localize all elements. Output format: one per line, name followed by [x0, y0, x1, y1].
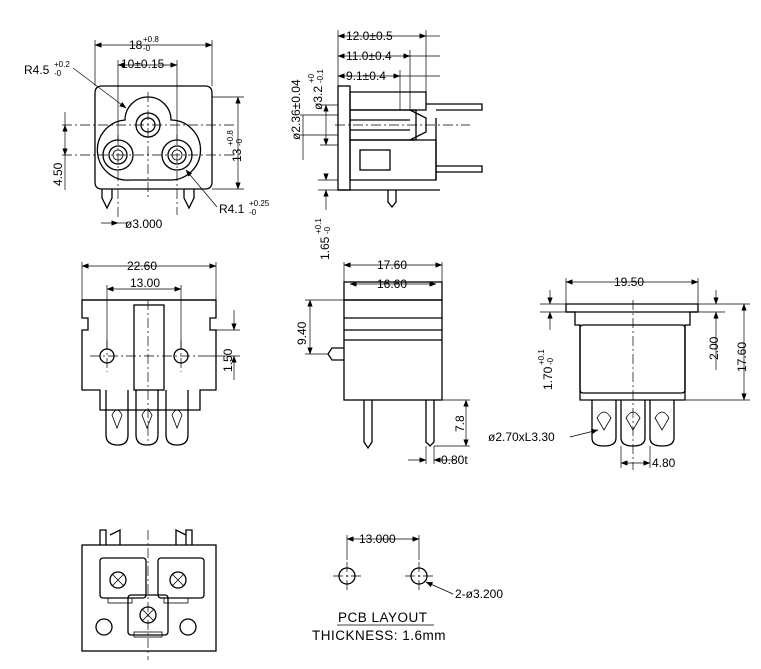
rear-width-label: 19.50	[614, 275, 644, 289]
side-view-2: 17.60 16.60 9.40 7.8 0.80t	[295, 258, 470, 467]
bottom-view	[81, 528, 217, 660]
side2-lead-thickness-label: 0.80t	[441, 453, 468, 467]
side-hole-diameter-label: ø3.2	[311, 86, 325, 110]
pcb-layout: 13.000 2-ø3.200 PCB LAYOUT THICKNESS: 1.…	[312, 532, 503, 643]
side-flange-tol-upper: +0.1	[314, 218, 323, 234]
rear-flange-tol-upper: +0.1	[537, 349, 546, 365]
top-radius-bottom-tol-upper: +0.25	[249, 199, 270, 208]
rear-height-label: 17.60	[735, 342, 749, 372]
top-height-label: 13	[230, 148, 244, 162]
rear-flange-tol-lower: -0	[546, 357, 555, 365]
front-boss-offset-label: 1.50	[221, 348, 235, 372]
top-view: 18 +0.8 -0 R4.5 +0.2 -0 10±0.15 13 +0.8 …	[24, 35, 270, 231]
side-hole-tol-upper: +0	[307, 73, 316, 83]
side2-boss-height-label: 9.40	[295, 321, 309, 345]
rear-flange-label: 1.70	[541, 366, 555, 390]
top-radius-bottom-tol-lower: -0	[249, 208, 257, 217]
top-radius-bottom-label: R4.1	[219, 202, 245, 216]
rear-lip-label: 2.00	[707, 336, 721, 360]
top-width-tol-upper: +0.8	[143, 35, 159, 44]
top-pin-diameter-label: ø3.000	[125, 217, 163, 231]
side2-width-inner-label: 16.60	[377, 277, 407, 291]
side-section-view: 12.0±0.5 11.0±0.4 9.1±0.4 ø2.36±0.04 ø3.…	[289, 29, 483, 260]
front-view: 22.60 13.00 1.50	[81, 259, 240, 446]
side-hole-tol-lower: -0.1	[316, 69, 325, 83]
rear-pitch-label: 4.80	[652, 456, 676, 470]
pcb-pitch-label: 13.000	[359, 532, 396, 546]
side-depth-mid-label: 11.0±0.4	[346, 49, 392, 63]
side-depth-inner-label: 9.1±0.4	[346, 69, 386, 83]
top-radius-label: R4.5	[24, 63, 50, 77]
pcb-holes-label: 2-ø3.200	[455, 587, 503, 601]
top-radius-tol-upper: +0.2	[54, 60, 70, 69]
side-flange-label: 1.65	[318, 236, 332, 260]
side-depth-outer-label: 12.0±0.5	[346, 29, 393, 43]
rear-slot-label: ø2.70xL3.30	[488, 430, 555, 444]
side-pin-diameter-label: ø2.36±0.04	[289, 79, 303, 140]
rear-view: 19.50 2.00 17.60 1.70 +0.1 -0 ø2.70xL3.3…	[488, 275, 750, 470]
top-width-label: 18	[129, 38, 143, 52]
pcb-title: PCB LAYOUT	[338, 610, 428, 625]
top-offset-label: 4.50	[51, 162, 65, 186]
top-pitch-label: 10±0.15	[121, 57, 165, 71]
top-height-tol-lower: -0	[235, 138, 244, 146]
pcb-thickness: THICKNESS: 1.6mm	[312, 628, 446, 643]
side-flange-tol-lower: -0	[323, 226, 332, 234]
front-pin-span-label: 13.00	[130, 276, 160, 290]
top-width-tol-lower: -0	[143, 44, 151, 53]
side2-width-outer-label: 17.60	[377, 258, 407, 272]
side2-lead-length-label: 7.8	[453, 415, 467, 432]
top-radius-tol-lower: -0	[54, 69, 62, 78]
top-height-tol-upper: +0.8	[226, 130, 235, 146]
front-width-label: 22.60	[127, 259, 157, 273]
